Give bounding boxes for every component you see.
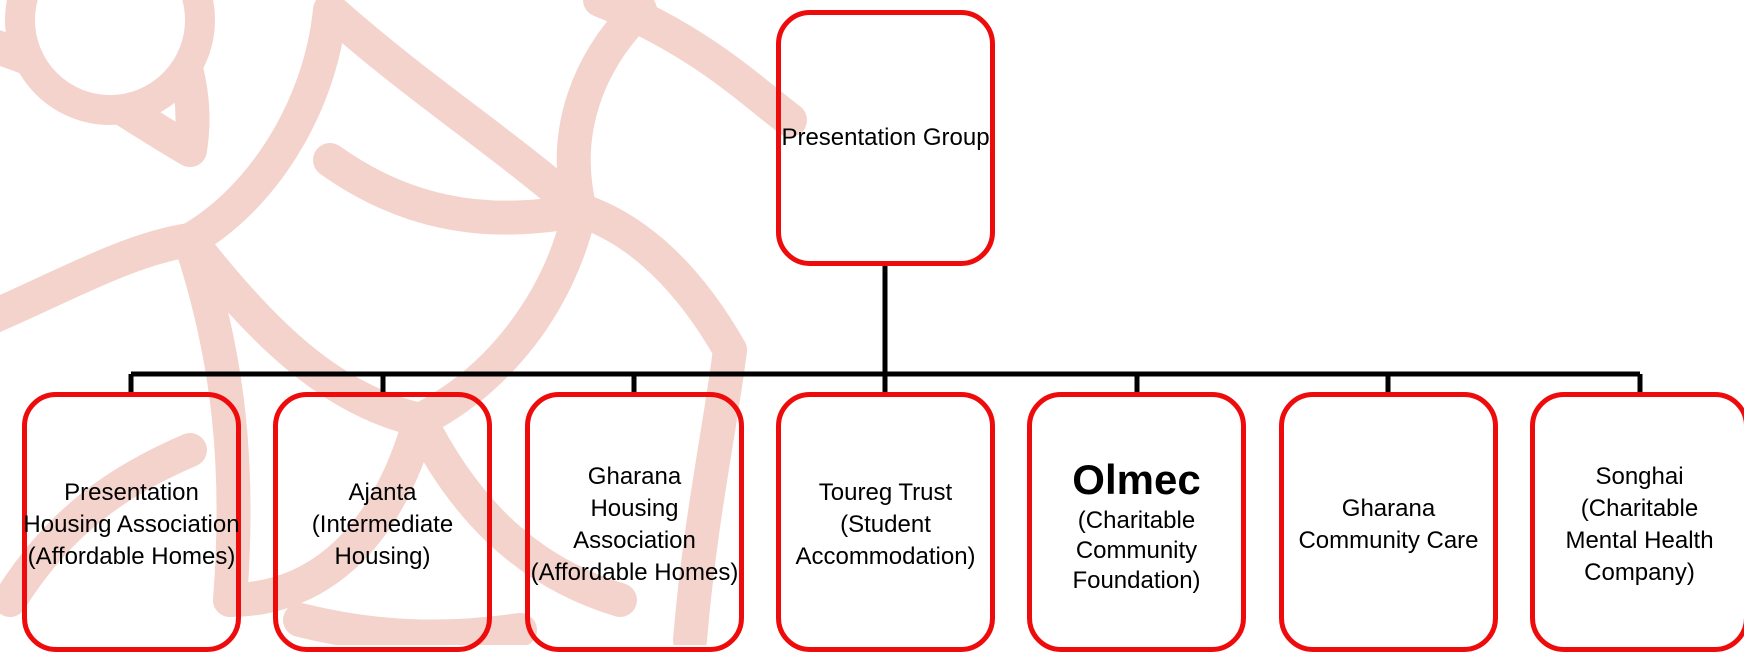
node-label: Presentation Housing Association (Afford…: [23, 477, 239, 573]
label-line: Housing: [590, 494, 679, 522]
label-line: Community: [1075, 536, 1198, 564]
label-line: (Affordable Homes): [530, 558, 739, 586]
label-line: (Intermediate: [311, 510, 454, 538]
node-olmec: Olmec (Charitable Community Foundation): [1027, 392, 1246, 652]
node-label: Gharana Community Care: [1298, 493, 1478, 557]
label-line: Accommodation): [795, 542, 976, 570]
node-label: Toureg Trust (Student Accommodation): [795, 477, 975, 573]
node-label: Songhai (Charitable Mental Health Compan…: [1565, 461, 1713, 589]
node-title: Olmec: [1072, 455, 1201, 503]
label-line: Toureg Trust: [818, 478, 953, 506]
label-line: Presentation: [64, 478, 199, 506]
label-line: Housing): [334, 542, 431, 570]
node-label: Olmec (Charitable Community Foundation): [1072, 454, 1200, 596]
label-line: (Charitable: [1077, 506, 1196, 534]
label-line: (Affordable Homes): [27, 542, 236, 570]
root-node-presentation-group: Presentation Group: [776, 10, 995, 266]
label-line: Community Care: [1298, 526, 1479, 554]
node-toureg-trust: Toureg Trust (Student Accommodation): [776, 392, 995, 652]
label-line: Ajanta: [348, 478, 417, 506]
label-line: Gharana: [1341, 494, 1436, 522]
label-line: Company): [1584, 558, 1695, 586]
label-line: Gharana: [587, 462, 682, 490]
node-songhai: Songhai (Charitable Mental Health Compan…: [1530, 392, 1744, 652]
node-label: Gharana Housing Association (Affordable …: [531, 461, 739, 589]
node-gharana-housing-association: Gharana Housing Association (Affordable …: [525, 392, 744, 652]
label-line: Association: [573, 526, 696, 554]
label-line: Songhai: [1595, 462, 1684, 490]
label-line: Mental Health: [1565, 526, 1714, 554]
label-line: Foundation): [1072, 566, 1201, 594]
node-ajanta: Ajanta (Intermediate Housing): [273, 392, 492, 652]
node-gharana-community-care: Gharana Community Care: [1279, 392, 1498, 652]
label-line: (Charitable: [1580, 494, 1699, 522]
root-node-label: Presentation Group: [781, 124, 990, 151]
node-presentation-housing-association: Presentation Housing Association (Afford…: [22, 392, 241, 652]
label-line: Housing Association: [23, 510, 240, 538]
node-label: Ajanta (Intermediate Housing): [312, 477, 453, 573]
label-line: (Student: [840, 510, 931, 538]
